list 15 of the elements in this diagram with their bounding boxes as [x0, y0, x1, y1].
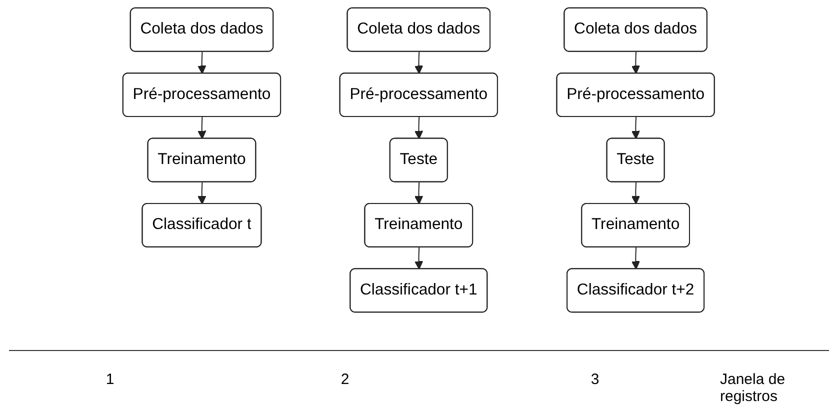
- arrow: [632, 116, 640, 140]
- arrow: [414, 246, 424, 270]
- arrow: [198, 116, 207, 140]
- arrow: [414, 182, 424, 204]
- arrow: [198, 182, 207, 204]
- axis-label: 3: [590, 371, 600, 390]
- arrow: [632, 51, 640, 74]
- axis-label: Janela de registros: [720, 371, 786, 405]
- axis-label: 2: [340, 371, 350, 390]
- arrow: [632, 246, 640, 270]
- axis-label: 1: [106, 371, 114, 390]
- arrow: [414, 51, 424, 74]
- arrow: [414, 116, 424, 140]
- arrow: [632, 182, 640, 204]
- arrow: [198, 51, 207, 74]
